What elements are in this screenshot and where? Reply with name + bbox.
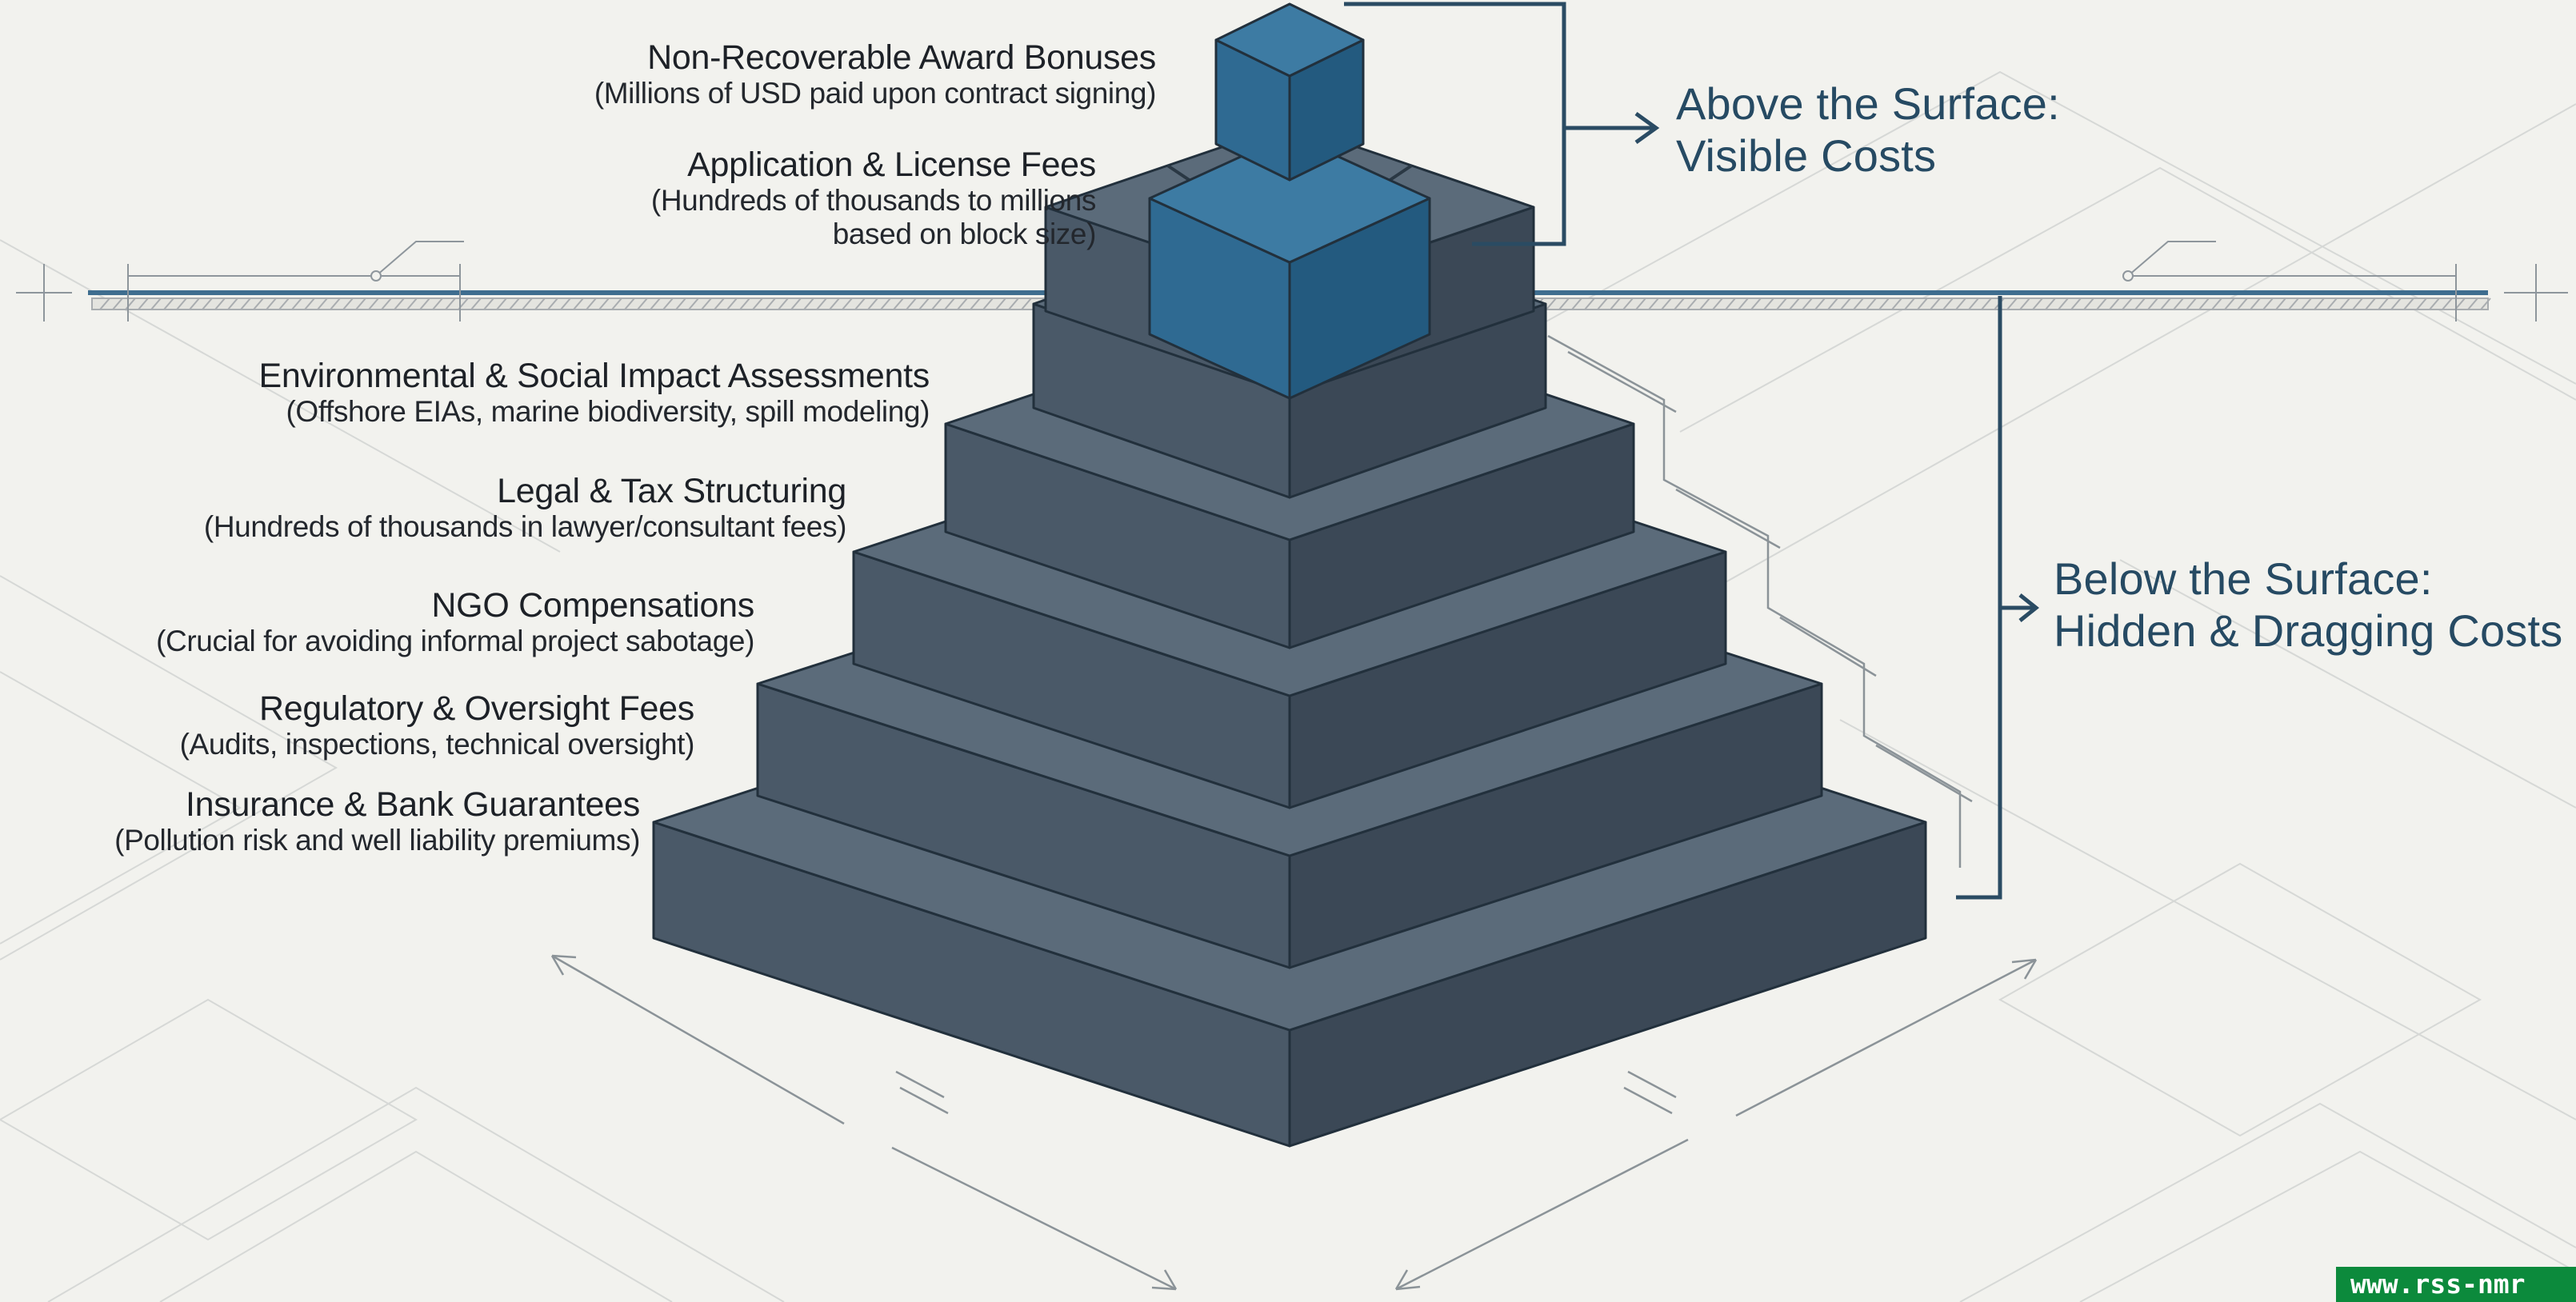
label-regulatory: Regulatory & Oversight Fees (Audits, ins… bbox=[179, 689, 695, 761]
below-surface-line2: Hidden & Dragging Costs bbox=[2054, 605, 2563, 656]
legal-tax-title: Legal & Tax Structuring bbox=[497, 472, 846, 510]
label-award-bonuses: Non-Recoverable Award Bonuses (Millions … bbox=[594, 38, 1157, 110]
watermark: www.rss-nmr bbox=[2336, 1267, 2576, 1302]
below-surface-line1: Below the Surface: bbox=[2054, 553, 2433, 604]
award-bonuses-subtitle: (Millions of USD paid upon contract sign… bbox=[594, 77, 1157, 110]
pyramid-blocks bbox=[652, 2, 1927, 1148]
award-bonuses-title: Non-Recoverable Award Bonuses bbox=[647, 38, 1156, 77]
hidden-costs-bracket bbox=[1956, 296, 2002, 900]
above-surface-line1: Above the Surface: bbox=[1676, 78, 2060, 129]
application-fees-title: Application & License Fees bbox=[687, 146, 1096, 184]
ngo-subtitle: (Crucial for avoiding informal project s… bbox=[156, 625, 754, 658]
label-application-fees: Application & License Fees (Hundreds of … bbox=[651, 146, 1096, 250]
application-fees-subtitle-line1: (Hundreds of thousands to millions bbox=[650, 184, 1096, 218]
label-insurance: Insurance & Bank Guarantees (Pollution r… bbox=[114, 785, 640, 857]
below-surface-caption: Below the Surface: Hidden & Dragging Cos… bbox=[2054, 553, 2563, 657]
environmental-subtitle: (Offshore EIAs, marine biodiversity, spi… bbox=[286, 395, 930, 429]
ngo-title: NGO Compensations bbox=[431, 586, 754, 625]
above-surface-line2: Visible Costs bbox=[1676, 130, 1937, 181]
visible-costs-bracket bbox=[1344, 2, 1566, 246]
label-ngo: NGO Compensations (Crucial for avoiding … bbox=[156, 586, 754, 658]
label-legal-tax: Legal & Tax Structuring (Hundreds of tho… bbox=[204, 472, 846, 544]
insurance-title: Insurance & Bank Guarantees bbox=[186, 785, 640, 824]
insurance-subtitle: (Pollution risk and well liability premi… bbox=[114, 824, 640, 857]
dimension-lines bbox=[550, 334, 2038, 1291]
regulatory-subtitle: (Audits, inspections, technical oversigh… bbox=[179, 728, 695, 761]
environmental-title: Environmental & Social Impact Assessment… bbox=[258, 357, 930, 395]
above-surface-caption: Above the Surface: Visible Costs bbox=[1676, 78, 2060, 182]
visible-top-cube-top-face bbox=[1214, 2, 1365, 78]
visible-second-cube-top-face bbox=[1148, 133, 1431, 264]
regulatory-title: Regulatory & Oversight Fees bbox=[259, 689, 694, 728]
section-brackets bbox=[1344, 2, 2040, 900]
label-environmental: Environmental & Social Impact Assessment… bbox=[258, 357, 930, 429]
legal-tax-subtitle: (Hundreds of thousands in lawyer/consult… bbox=[203, 510, 846, 544]
application-fees-subtitle-line2: based on block size) bbox=[832, 217, 1097, 250]
